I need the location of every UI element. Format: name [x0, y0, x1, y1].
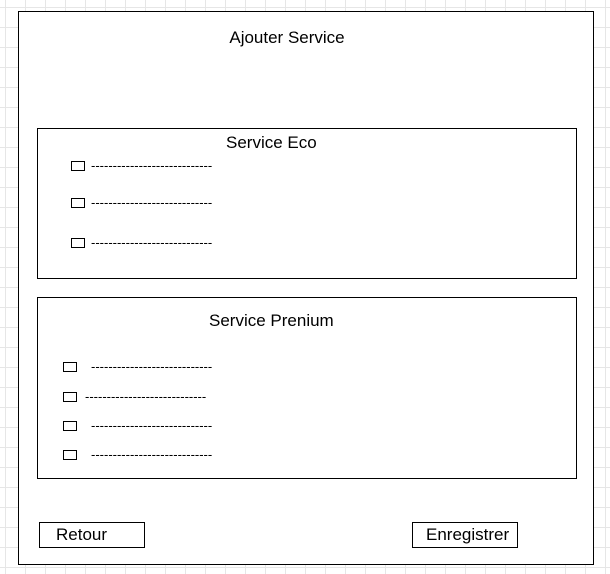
eco-option-checkbox[interactable]	[71, 161, 85, 171]
service-eco-title: Service Eco	[226, 133, 317, 152]
eco-option[interactable]: ----------------------------	[71, 159, 212, 173]
premium-option[interactable]: ----------------------------	[63, 360, 212, 374]
premium-option[interactable]: ----------------------------	[63, 419, 212, 433]
eco-option-label: ----------------------------	[91, 158, 213, 173]
eco-option-label: ----------------------------	[91, 195, 213, 210]
service-eco-panel: Service Eco ----------------------------…	[37, 128, 577, 279]
premium-option-label: ----------------------------	[91, 359, 213, 374]
back-button[interactable]: Retour	[39, 522, 145, 548]
premium-option-checkbox[interactable]	[63, 450, 77, 460]
premium-option[interactable]: ----------------------------	[63, 390, 206, 404]
premium-option-checkbox[interactable]	[63, 362, 77, 372]
form-window: Ajouter Service Service Eco ------------…	[18, 11, 594, 565]
premium-option-label: ----------------------------	[85, 389, 207, 404]
eco-option-checkbox[interactable]	[71, 238, 85, 248]
premium-option-checkbox[interactable]	[63, 392, 77, 402]
eco-option[interactable]: ----------------------------	[71, 196, 212, 210]
premium-option-checkbox[interactable]	[63, 421, 77, 431]
service-premium-title: Service Prenium	[209, 311, 334, 330]
save-button[interactable]: Enregistrer	[412, 522, 518, 548]
page-title: Ajouter Service	[229, 28, 345, 47]
premium-option-label: ----------------------------	[91, 418, 213, 433]
eco-option[interactable]: ----------------------------	[71, 236, 212, 250]
premium-option-label: ----------------------------	[91, 447, 213, 462]
service-premium-panel: Service Prenium ------------------------…	[37, 297, 577, 479]
eco-option-checkbox[interactable]	[71, 198, 85, 208]
premium-option[interactable]: ----------------------------	[63, 448, 212, 462]
eco-option-label: ----------------------------	[91, 235, 213, 250]
